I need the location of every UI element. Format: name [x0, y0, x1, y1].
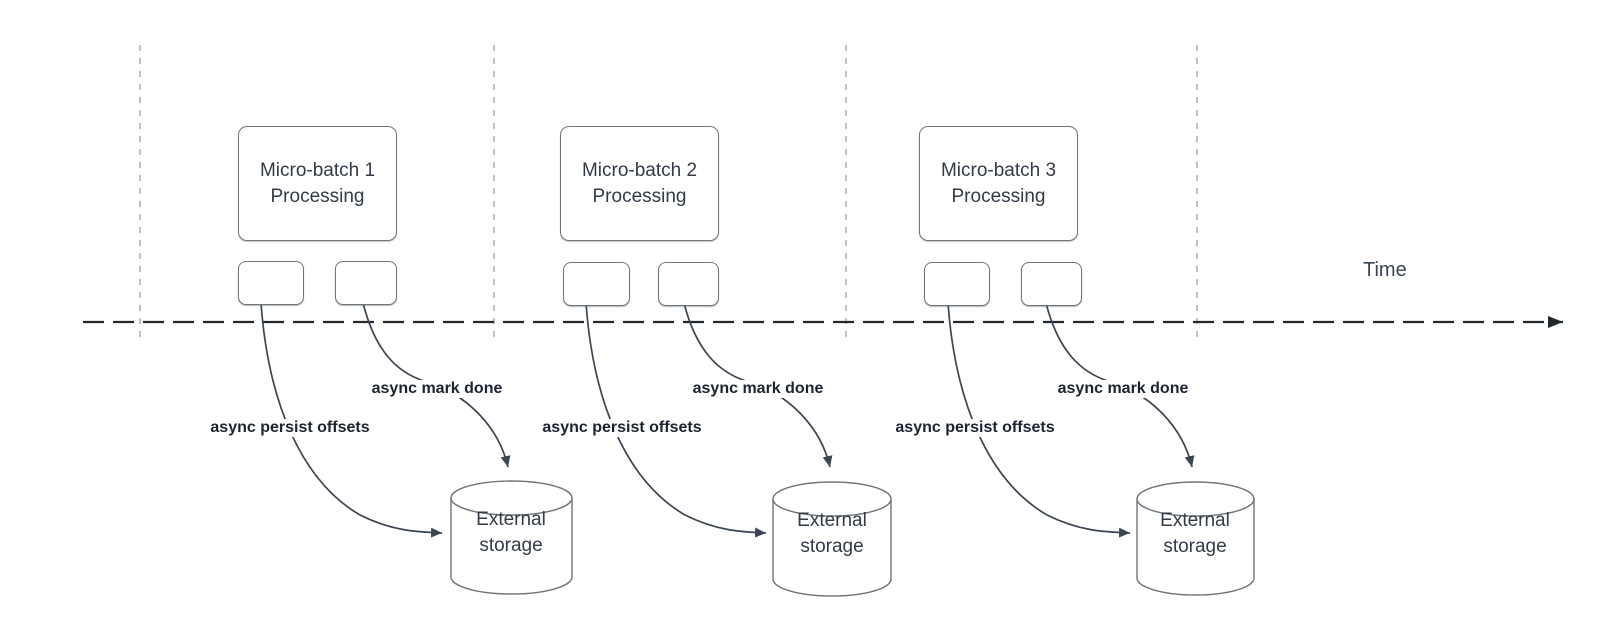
- persist-offsets-arrow-3: [947, 302, 1131, 538]
- persist-offsets-label-3: async persist offsets: [892, 419, 1058, 437]
- micro-batch-2-processing-label: Micro-batch 2 Processing: [581, 159, 698, 207]
- commit-task-box-2: [658, 262, 719, 306]
- external-storage-cylinder-3: [1136, 481, 1255, 596]
- micro-batch-2-processing-box: Micro-batch 2 Processing: [560, 126, 719, 241]
- external-storage-cylinder-2: [772, 481, 892, 597]
- persist-offsets-arrow-2: [585, 302, 767, 538]
- external-storage-label-3: External storage: [1160, 510, 1230, 557]
- mark-done-label-3: async mark done: [1054, 380, 1192, 398]
- mark-done-label-2: async mark done: [689, 380, 827, 398]
- offset-task-box-2: [563, 262, 630, 306]
- offset-task-box-3: [924, 262, 990, 306]
- micro-batch-3-processing-box: Micro-batch 3 Processing: [919, 126, 1078, 241]
- external-storage-cylinder-1: [450, 480, 573, 595]
- external-storage-label-1: External storage: [476, 509, 546, 556]
- offset-task-box-1: [238, 261, 304, 305]
- persist-offsets-arrow-1: [260, 302, 443, 538]
- micro-batch-1-processing-box: Micro-batch 1 Processing: [238, 126, 397, 241]
- micro-batch-1-processing-label: Micro-batch 1 Processing: [259, 159, 376, 207]
- mark-done-label-1: async mark done: [368, 380, 506, 398]
- persist-offsets-label-2: async persist offsets: [539, 419, 705, 437]
- micro-batch-3-processing-label: Micro-batch 3 Processing: [940, 159, 1057, 207]
- time-axis-label: Time: [1363, 259, 1407, 281]
- external-storage-label-2: External storage: [797, 510, 867, 557]
- commit-task-box-1: [335, 261, 397, 305]
- persist-offsets-label-1: async persist offsets: [207, 419, 373, 437]
- commit-task-box-3: [1021, 262, 1082, 306]
